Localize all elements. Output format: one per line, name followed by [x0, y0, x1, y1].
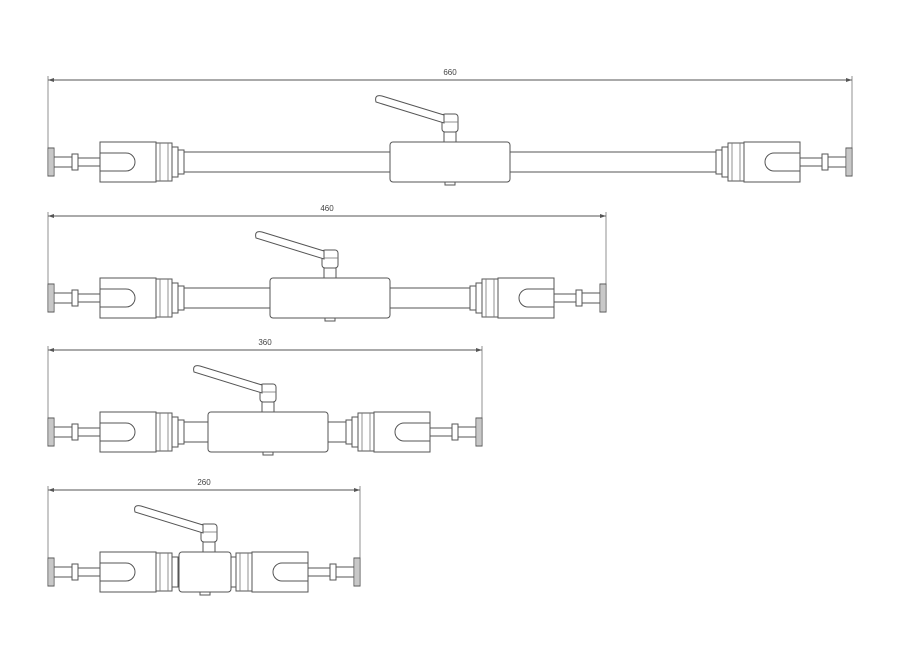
ring: [345, 419, 353, 445]
lever-handle: [134, 505, 204, 534]
assembly-a4: 260: [47, 478, 361, 596]
arrow-head: [48, 488, 54, 492]
collar: [71, 289, 79, 307]
clamp-foot: [324, 317, 336, 322]
fork-body: [373, 411, 431, 453]
thread: [77, 157, 101, 167]
arrow-head: [600, 214, 606, 218]
lever-hub: [441, 113, 459, 133]
dimension-label: 660: [443, 68, 457, 77]
dimension-label: 460: [320, 204, 334, 213]
arrow-head: [476, 348, 482, 352]
lever-stem: [202, 541, 216, 553]
lever-hub: [321, 249, 339, 269]
arrow-head: [48, 78, 54, 82]
clamp-foot: [262, 451, 274, 456]
hex-nut: [155, 278, 173, 318]
thread: [77, 293, 101, 303]
fork-body: [99, 141, 157, 183]
pin-disc: [845, 147, 853, 177]
dimension-label: 360: [258, 338, 272, 347]
fork-slot: [100, 562, 136, 582]
collar: [71, 153, 79, 171]
fork-slot: [518, 288, 554, 308]
collar: [451, 423, 459, 441]
collar: [821, 153, 829, 171]
fork-slot: [100, 422, 136, 442]
hex-nut: [727, 142, 745, 182]
dimension-label: 260: [197, 478, 211, 487]
pin-disc: [353, 557, 361, 587]
thread: [77, 427, 101, 437]
lever-stem: [443, 131, 457, 143]
ring: [177, 419, 185, 445]
arrow-head: [48, 348, 54, 352]
pin-disc: [47, 283, 55, 313]
arrow-head: [846, 78, 852, 82]
fork-body: [99, 411, 157, 453]
lever-hub: [259, 383, 277, 403]
fork-slot: [272, 562, 308, 582]
ring: [171, 556, 179, 588]
fork-body: [743, 141, 801, 183]
fork-body: [99, 551, 157, 593]
ring: [715, 149, 723, 175]
lever-stem: [261, 401, 275, 413]
ring: [469, 285, 477, 311]
assembly-a1: 660: [47, 68, 853, 186]
ring: [177, 149, 185, 175]
fork-body: [497, 277, 555, 319]
clamp-foot: [199, 591, 211, 596]
arrow-head: [48, 214, 54, 218]
pin-disc: [475, 417, 483, 447]
pin-disc: [47, 557, 55, 587]
pin-disc: [47, 147, 55, 177]
pin-disc: [599, 283, 607, 313]
ring: [171, 416, 179, 448]
thread: [429, 427, 453, 437]
collar: [575, 289, 583, 307]
clamp-body: [207, 411, 329, 453]
clamp-foot: [444, 181, 456, 186]
fork-body: [99, 277, 157, 319]
ring: [177, 285, 185, 311]
lever-stem: [323, 267, 337, 279]
clamp-body: [269, 277, 391, 319]
hex-nut: [357, 412, 375, 452]
hex-nut: [235, 552, 253, 592]
thread: [77, 567, 101, 577]
hex-nut: [155, 412, 173, 452]
ring: [171, 282, 179, 314]
hex-nut: [481, 278, 499, 318]
pin-disc: [47, 417, 55, 447]
fork-slot: [764, 152, 800, 172]
arrow-head: [354, 488, 360, 492]
ring: [475, 282, 483, 314]
lever-handle: [375, 95, 445, 124]
clamp-body: [178, 551, 232, 593]
lever-handle: [255, 231, 325, 260]
lever-handle: [193, 365, 263, 394]
thread: [307, 567, 331, 577]
assembly-a2: 460: [47, 204, 607, 322]
fork-body: [251, 551, 309, 593]
fork-slot: [100, 288, 136, 308]
collar: [71, 563, 79, 581]
hex-nut: [155, 142, 173, 182]
fork-slot: [100, 152, 136, 172]
ring: [721, 146, 729, 178]
clamp-body: [389, 141, 511, 183]
assembly-a3: 360: [47, 338, 483, 456]
collar: [71, 423, 79, 441]
ring: [171, 146, 179, 178]
hex-nut: [155, 552, 173, 592]
lever-hub: [200, 523, 218, 543]
thread: [553, 293, 577, 303]
thread: [799, 157, 823, 167]
fork-slot: [394, 422, 430, 442]
ring: [351, 416, 359, 448]
collar: [329, 563, 337, 581]
